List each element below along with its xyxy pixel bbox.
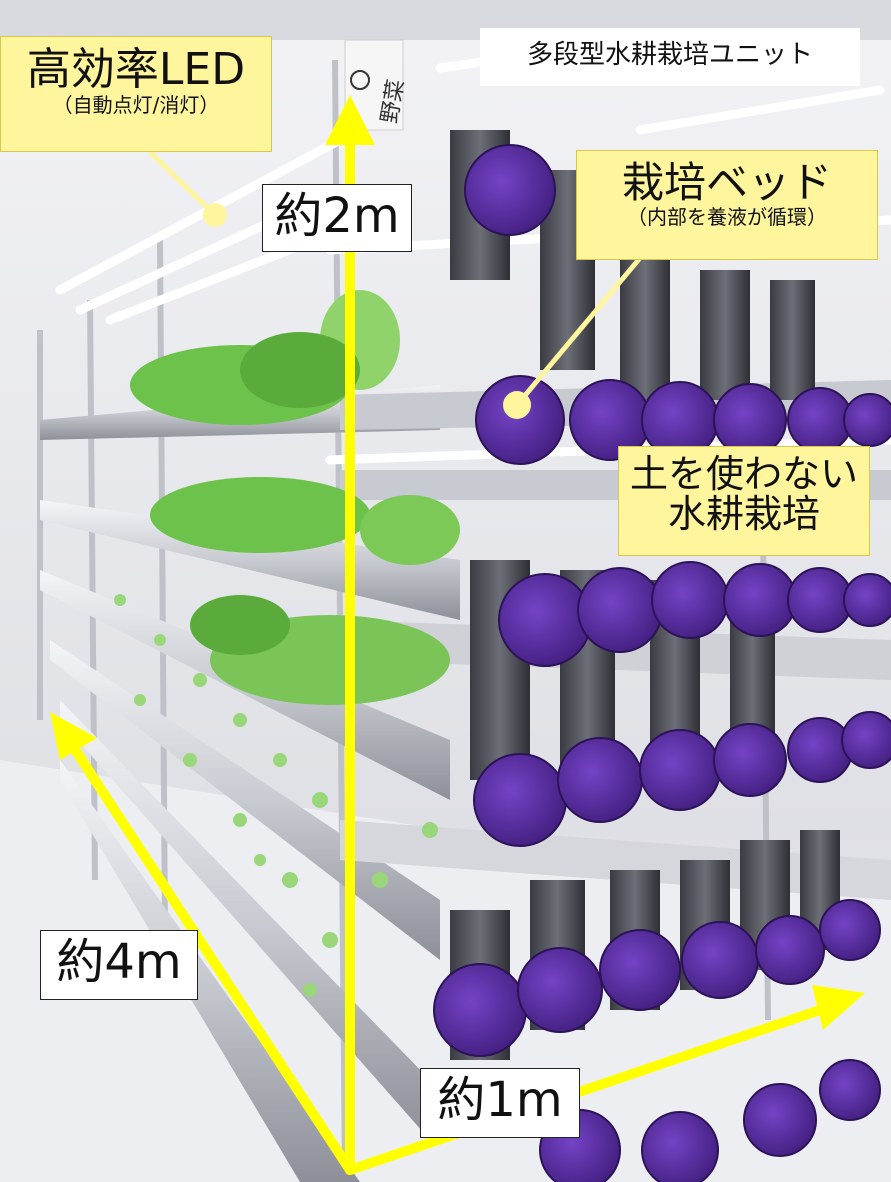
pipe-end-caps bbox=[433, 144, 891, 1182]
dimension-arrows bbox=[50, 95, 865, 1175]
seedlings bbox=[114, 594, 438, 997]
lettuce-plants bbox=[130, 290, 460, 705]
depth-arrow bbox=[345, 1005, 825, 1175]
bed-title: 栽培ベッド bbox=[621, 158, 832, 207]
depth-dimension-label: 約1m bbox=[420, 1068, 580, 1138]
length-arrow bbox=[67, 740, 355, 1175]
length-dimension-label: 約4m bbox=[40, 930, 198, 1000]
soil-callout: 土を使わない 水耕栽培 bbox=[618, 446, 870, 556]
unit-title-box: 多段型水耕栽培ユニット bbox=[480, 28, 860, 86]
led-title: 高効率LED bbox=[26, 44, 246, 95]
soil-line-2: 水耕栽培 bbox=[667, 491, 820, 536]
height-dimension-label: 約2m bbox=[262, 184, 412, 252]
callout-lines bbox=[148, 150, 642, 419]
unit-title: 多段型水耕栽培ユニット bbox=[526, 40, 813, 70]
bed-subtitle: （内部を養液が循環） bbox=[627, 205, 827, 230]
led-callout: 高効率LED （自動点灯/消灯） bbox=[0, 36, 272, 152]
bed-callout: 栽培ベッド （内部を養液が循環） bbox=[576, 150, 878, 260]
soil-line-1: 土を使わない bbox=[629, 452, 858, 496]
led-subtitle: （自動点灯/消灯） bbox=[52, 93, 220, 118]
